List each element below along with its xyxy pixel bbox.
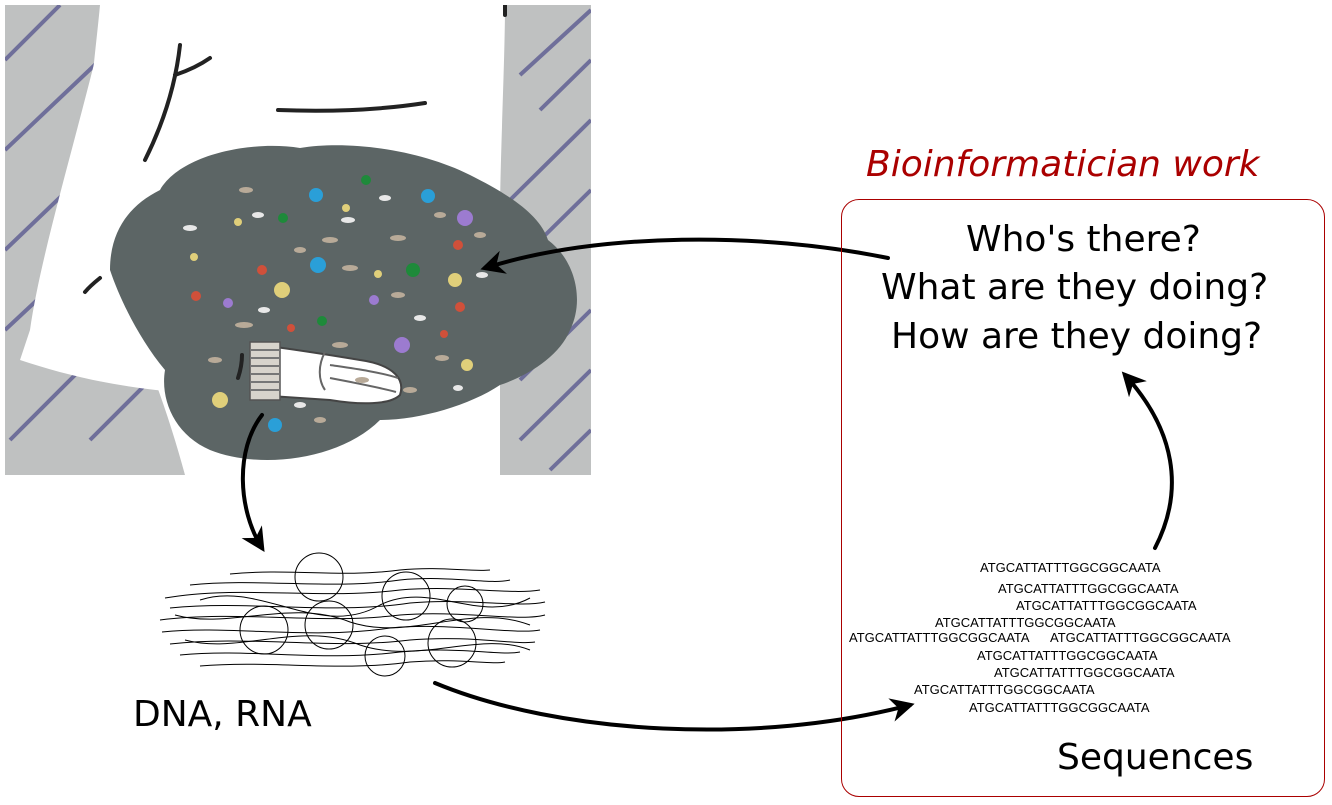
sequence-read: ATGCATTATTTGGCGGCAATA xyxy=(977,648,1158,663)
flow-arrows xyxy=(240,237,1174,732)
gut-illustration xyxy=(5,5,591,475)
dna-rna-label: DNA, RNA xyxy=(133,694,312,735)
arrow-gut-to-dna xyxy=(240,413,265,553)
question-what: What are they doing? xyxy=(881,267,1269,308)
sequence-read: ATGCATTATTTGGCGGCAATA xyxy=(980,560,1161,575)
sequences-label: Sequences xyxy=(1057,737,1254,778)
arrow-sequences-to-questions xyxy=(1121,371,1174,550)
question-who: Who's there? xyxy=(966,219,1201,260)
bioinformatician-work-title: Bioinformatician work xyxy=(866,144,1260,185)
sequence-read: ATGCATTATTTGGCGGCAATA xyxy=(994,665,1175,680)
sequence-read: ATGCATTATTTGGCGGCAATA xyxy=(935,615,1116,630)
sequence-read: ATGCATTATTTGGCGGCAATA xyxy=(1050,630,1231,645)
dna-rna-tangle xyxy=(159,552,546,677)
arrow-dna-to-sequences xyxy=(433,681,915,732)
sequence-read: ATGCATTATTTGGCGGCAATA xyxy=(969,700,1150,715)
arrow-questions-to-gut xyxy=(480,237,890,274)
sequence-read: ATGCATTATTTGGCGGCAATA xyxy=(998,581,1179,596)
sequence-read: ATGCATTATTTGGCGGCAATA xyxy=(849,630,1030,645)
sequence-read: ATGCATTATTTGGCGGCAATA xyxy=(1016,598,1197,613)
bioinformatician-work-box xyxy=(841,199,1325,797)
question-how: How are they doing? xyxy=(891,316,1263,357)
sequence-read: ATGCATTATTTGGCGGCAATA xyxy=(914,682,1095,697)
